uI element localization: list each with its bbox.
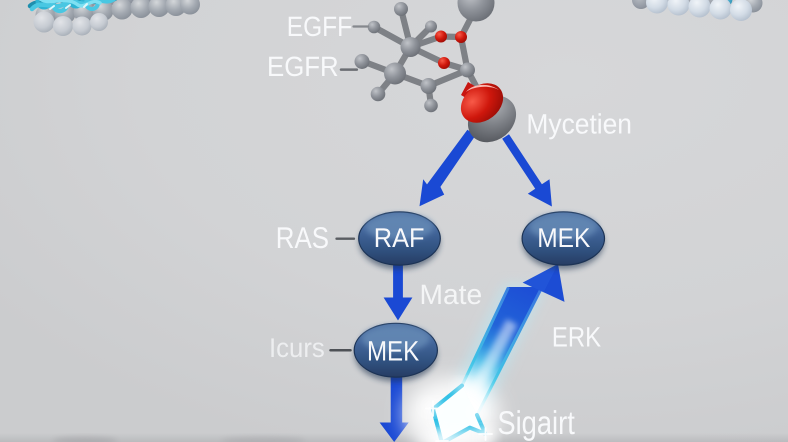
- svg-text:ERK: ERK: [552, 321, 601, 352]
- svg-text:MEK: MEK: [537, 223, 590, 253]
- svg-text:Mycetien: Mycetien: [526, 109, 632, 140]
- svg-text:Icurs: Icurs: [269, 333, 325, 363]
- svg-text:RAS: RAS: [276, 222, 329, 255]
- svg-text:EGFR: EGFR: [267, 51, 339, 82]
- svg-text:MEK: MEK: [367, 335, 419, 366]
- svg-text:Sigairt: Sigairt: [497, 404, 574, 441]
- svg-text:EGFF: EGFF: [287, 11, 353, 42]
- svg-text:Mate: Mate: [420, 279, 483, 310]
- svg-text:RAF: RAF: [374, 223, 425, 253]
